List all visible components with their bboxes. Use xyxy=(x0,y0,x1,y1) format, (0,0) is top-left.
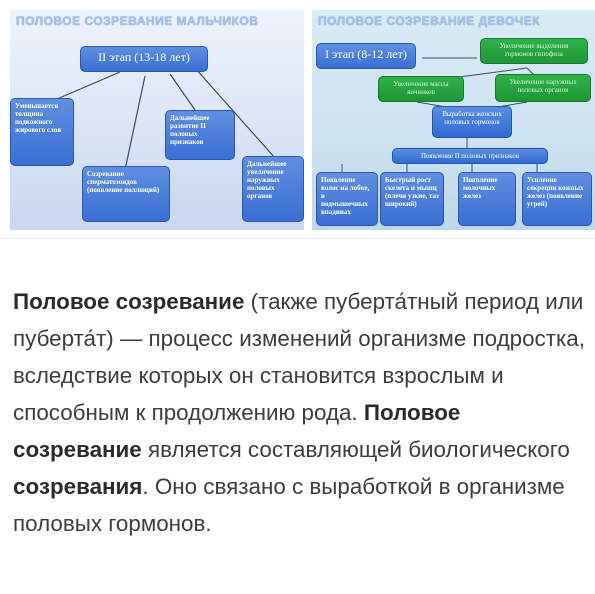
secondary-signs-bar: Появление II половых признаков xyxy=(392,148,548,164)
external-organs-box: Увеличение наружных половых органов xyxy=(495,74,591,102)
article-text: . Оно связано с выработкой в организме п… xyxy=(13,474,565,536)
stage-box: II этап (13-18 лет) xyxy=(80,46,208,72)
pituitary-box: Увеличение выделения гормонов гипофиза xyxy=(480,38,588,64)
girls-box-3: Появление молочных желез xyxy=(458,172,516,226)
article-text: (также пуберта́тный период или пуберта́т… xyxy=(13,289,585,425)
boys-box-1: Уменьшается толщина подкожного жирового … xyxy=(10,98,74,166)
term-bold: Половое созревание xyxy=(13,289,245,314)
stage-box: I этап (8-12 лет) xyxy=(316,43,416,69)
article-paragraph: Половое созревание (также пуберта́тный п… xyxy=(13,283,593,542)
term-bold: созревания xyxy=(13,474,143,499)
girls-box-4: Усиление секреции кожных желез (появлени… xyxy=(522,172,592,226)
article-text: является составляющей биологического xyxy=(141,437,570,462)
ovaries-box: Увеличение массы яичников xyxy=(378,76,464,102)
image-results-panel: ПОЛОВОЕ СОЗРЕВАНИЕ МАЛЬЧИКОВ II этап (13… xyxy=(0,0,595,238)
boys-box-2: Созревание сперматозоидов (появление пол… xyxy=(82,166,170,222)
slide-title: ПОЛОВОЕ СОЗРЕВАНИЕ ДЕВОЧЕК xyxy=(318,14,541,28)
boys-box-3: Дальнейшее развитие II половых признаков xyxy=(165,110,235,160)
hormones-box: Выработка женских половых гормонов xyxy=(432,106,512,138)
divider xyxy=(0,238,595,239)
slide-title: ПОЛОВОЕ СОЗРЕВАНИЕ МАЛЬЧИКОВ xyxy=(16,14,259,28)
girls-box-1: Появление волос на лобке, в подмышечных … xyxy=(316,172,378,226)
boys-box-4: Дальнейшее увеличение наружных половых о… xyxy=(242,156,304,222)
term-bold: Половое созревание xyxy=(13,400,461,462)
girls-box-2: Быстрый рост скелета и мышц (плечи узкие… xyxy=(380,172,444,226)
connector-lines xyxy=(49,67,276,171)
girls-puberty-slide[interactable]: ПОЛОВОЕ СОЗРЕВАНИЕ ДЕВОЧЕК I этап (8-12 … xyxy=(312,10,595,230)
boys-puberty-slide[interactable]: ПОЛОВОЕ СОЗРЕВАНИЕ МАЛЬЧИКОВ II этап (13… xyxy=(10,10,304,230)
